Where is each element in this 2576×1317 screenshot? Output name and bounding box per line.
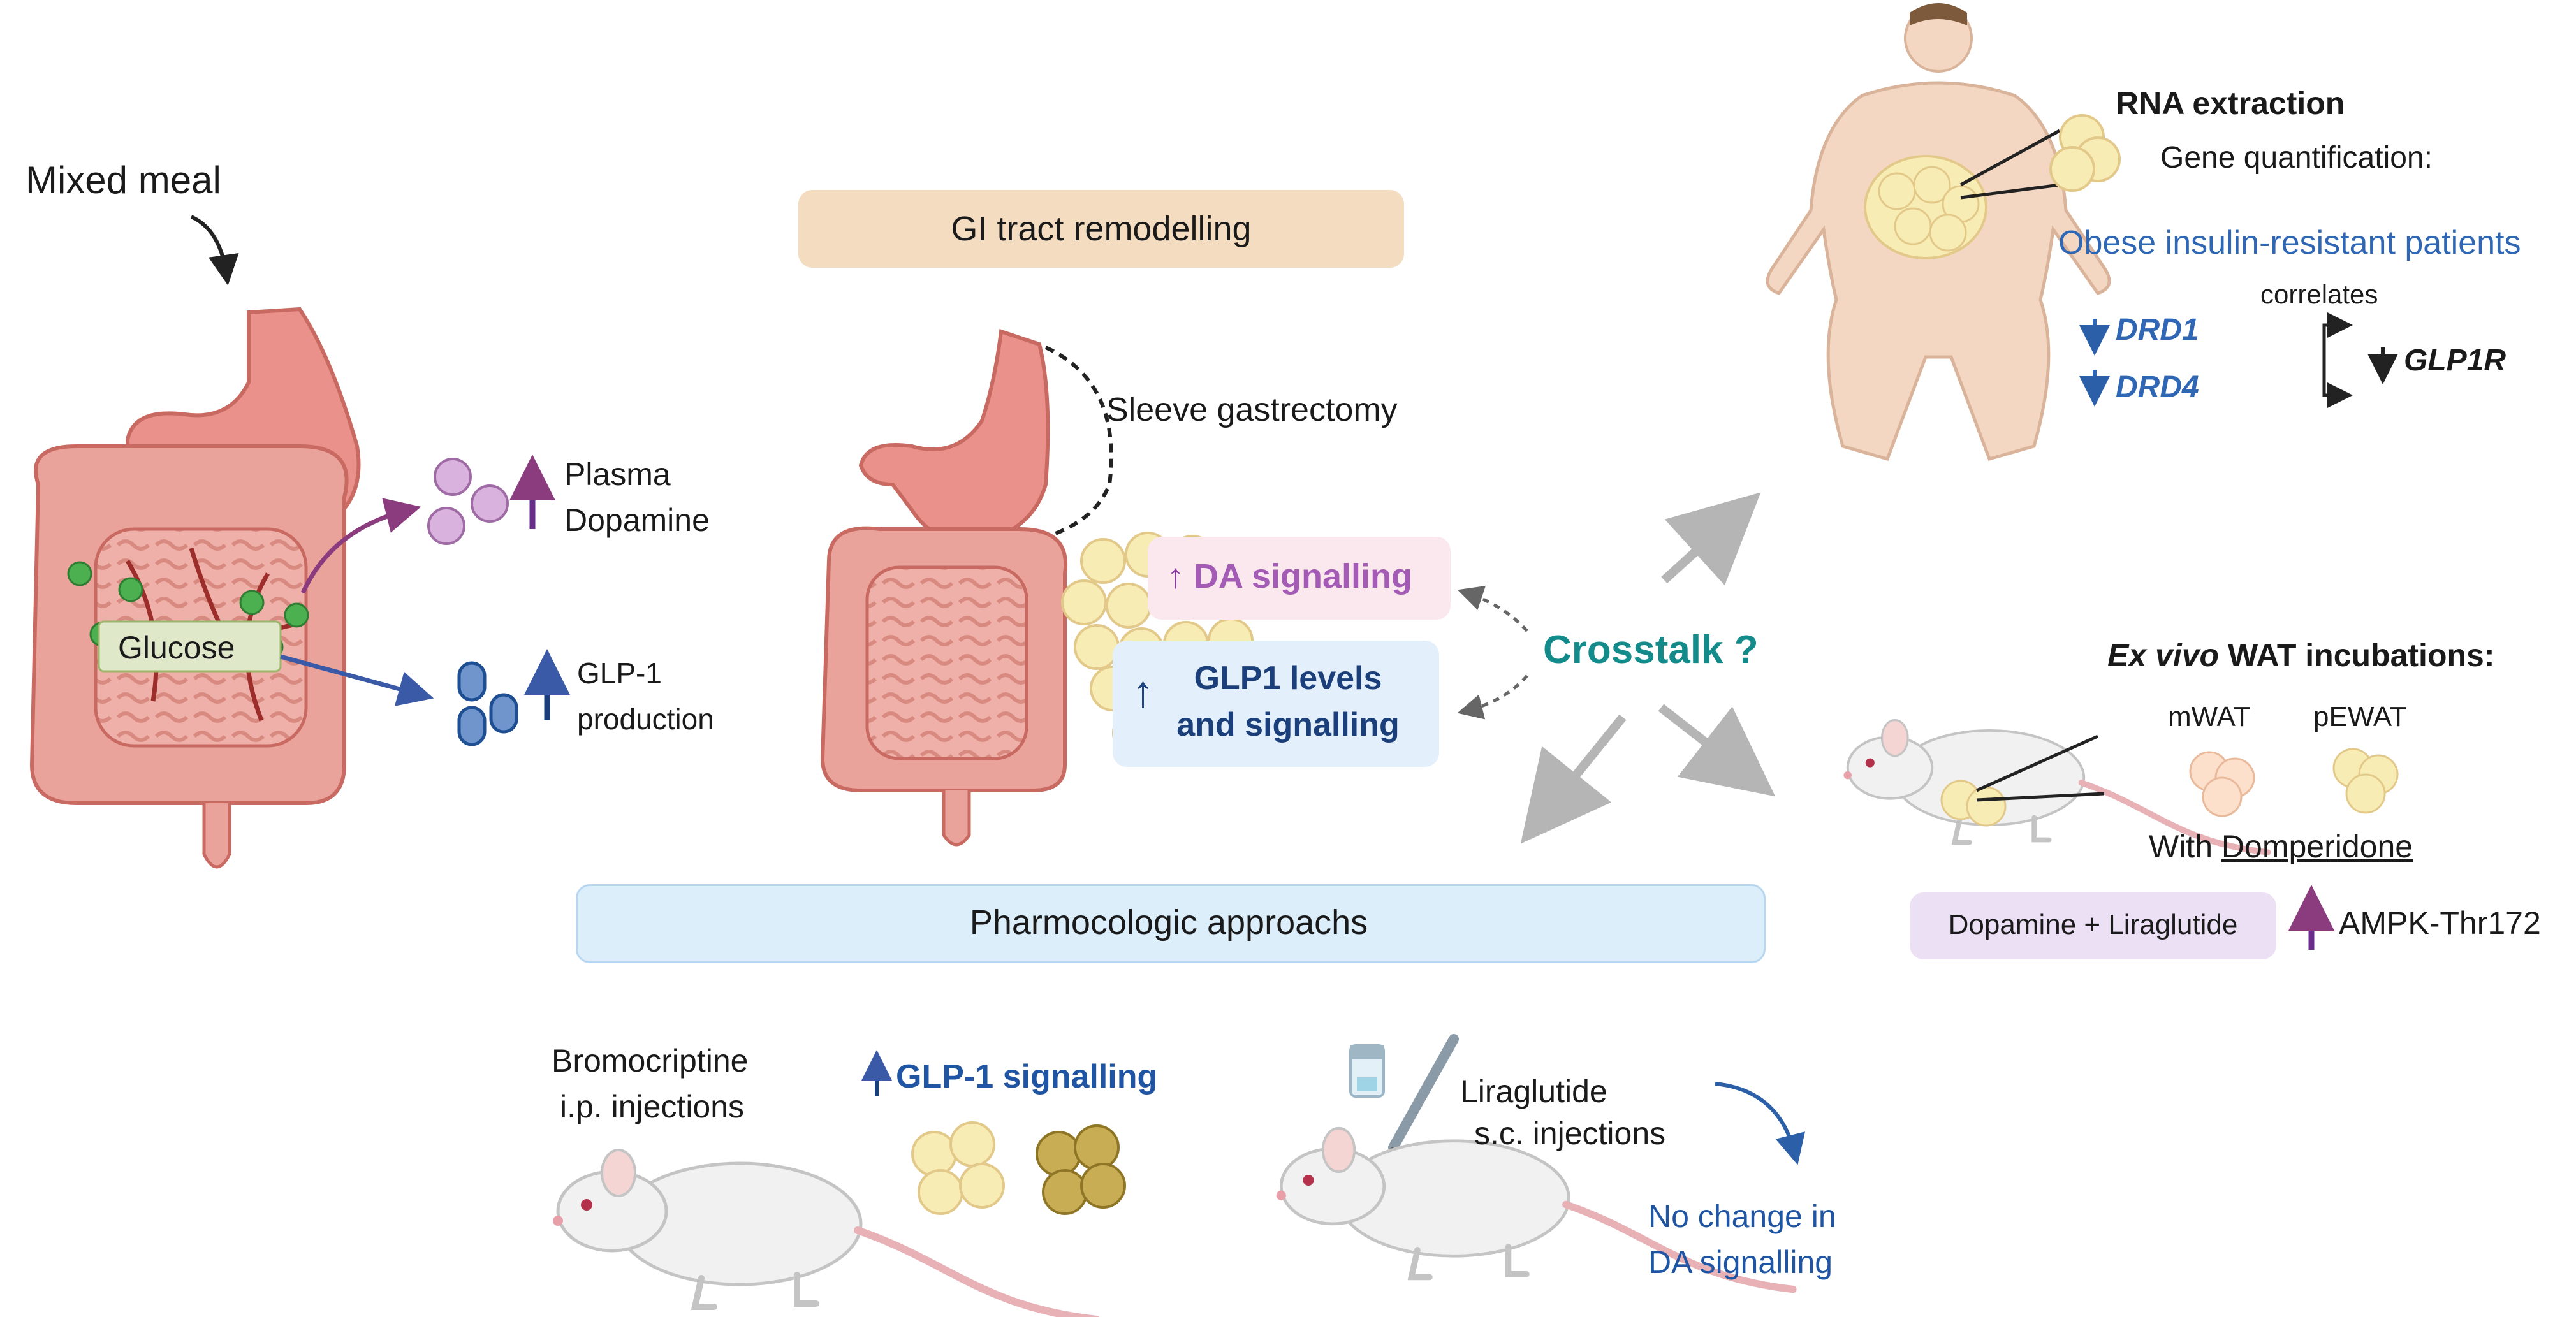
glp1-production-label-line2: production: [577, 702, 714, 736]
fat-cell-icon: [1940, 734, 2399, 827]
vial-icon: [1349, 1044, 1385, 1098]
exvivo-title-italic: Ex vivo: [2107, 637, 2220, 673]
crosstalk-label: Crosstalk ?: [1543, 628, 1759, 672]
glp1-signalling-box: [1113, 641, 1439, 767]
sleeve-gastrectomy-label: Sleeve gastrectomy: [1106, 391, 1398, 428]
pharmacologic-header: Pharmocologic approachs: [969, 903, 1368, 942]
mwat-label: mWAT: [2168, 701, 2251, 732]
domperidone-text: Domperidone: [2221, 829, 2413, 864]
treatment-label: Dopamine + Liraglutide: [1948, 909, 2238, 940]
liraglutide-label-line2: s.c. injections: [1474, 1116, 1666, 1151]
da-signalling-text: DA signalling: [1194, 557, 1413, 595]
patients-label: Obese insulin-resistant patients: [2058, 224, 2521, 261]
glp1-production-label-line1: GLP-1: [577, 657, 662, 690]
arrow-down-icon: [2079, 319, 2398, 407]
glp1r-label: GLP1R: [2404, 344, 2506, 377]
glp1-levels-label-line1: GLP1 levels: [1194, 660, 1382, 697]
pharmacologic-header-box: [576, 884, 1766, 963]
glp1-arrow: [280, 654, 434, 706]
domperidone-label: With Domperidone: [2149, 829, 2413, 866]
no-change-label-line2: DA signalling: [1648, 1244, 1833, 1280]
intestine-icon: [820, 526, 1068, 847]
no-change-label-line1: No change in: [1648, 1198, 1836, 1234]
human-body-icon: [1766, 3, 2111, 462]
arrow-to-human: [1661, 492, 1761, 586]
fat-cell-icon: [2049, 114, 2121, 192]
fat-cell-icon: [911, 1121, 1126, 1215]
bromocriptine-label-line1: Bromocriptine: [552, 1043, 749, 1079]
dopamine-molecules-icon: [427, 458, 509, 545]
gi-remodelling-header: GI tract remodelling: [951, 210, 1252, 248]
glp1-signalling-label: GLP-1 signalling: [896, 1058, 1158, 1095]
da-signalling-box: [1148, 537, 1451, 620]
arrow-to-exvivo: [1658, 704, 1776, 797]
rat-icon: [553, 1150, 1097, 1317]
sleeve-stomach-icon: [858, 328, 1113, 550]
treatment-box: [1910, 892, 2276, 959]
exvivo-title-rest: WAT incubations:: [2219, 637, 2495, 673]
glucose-label: Glucose: [118, 630, 235, 666]
no-change-arrow: [1715, 1082, 1805, 1165]
mixed-meal-arrow: [190, 215, 239, 286]
glp1-up-arrow: ↑: [1132, 667, 1154, 717]
with-text: With: [2149, 829, 2221, 864]
dopamine-arrow: [300, 498, 421, 594]
da-signalling-label: ↑ DA signalling: [1167, 557, 1412, 596]
bromocriptine-label-line2: i.p. injections: [560, 1089, 745, 1124]
plasma-dopamine-label-line2: Dopamine: [564, 502, 710, 538]
glp1-levels-label-line2: and signalling: [1176, 706, 1400, 743]
correlates-bracket: [2322, 312, 2353, 408]
rna-extraction-label: RNA extraction: [2116, 85, 2345, 121]
gene-quantification-label: Gene quantification:: [2160, 141, 2433, 175]
liraglutide-label-line1: Liraglutide: [1460, 1073, 1607, 1109]
arrow-up-icon: ↑: [1167, 557, 1194, 595]
exvivo-title: Ex vivo WAT incubations:: [2107, 637, 2494, 674]
correlates-label: correlates: [2260, 279, 2378, 309]
glucose-box: [98, 620, 282, 673]
ampk-label: AMPK-Thr172: [2339, 905, 2541, 941]
plasma-dopamine-label-line1: Plasma: [564, 456, 671, 492]
pewat-label: pEWAT: [2313, 701, 2407, 732]
drd1-label: DRD1: [2116, 313, 2199, 347]
gi-remodelling-header-box: [798, 190, 1404, 268]
drd4-label: DRD4: [2116, 370, 2199, 404]
mixed-meal-label: Mixed meal: [26, 159, 221, 201]
glp1-molecules-icon: [457, 661, 518, 746]
crosstalk-dashed-arrow-bottom: [1457, 674, 1528, 720]
crosstalk-dashed-arrow-top: [1457, 585, 1528, 632]
arrow-to-pharma: [1520, 714, 1627, 844]
